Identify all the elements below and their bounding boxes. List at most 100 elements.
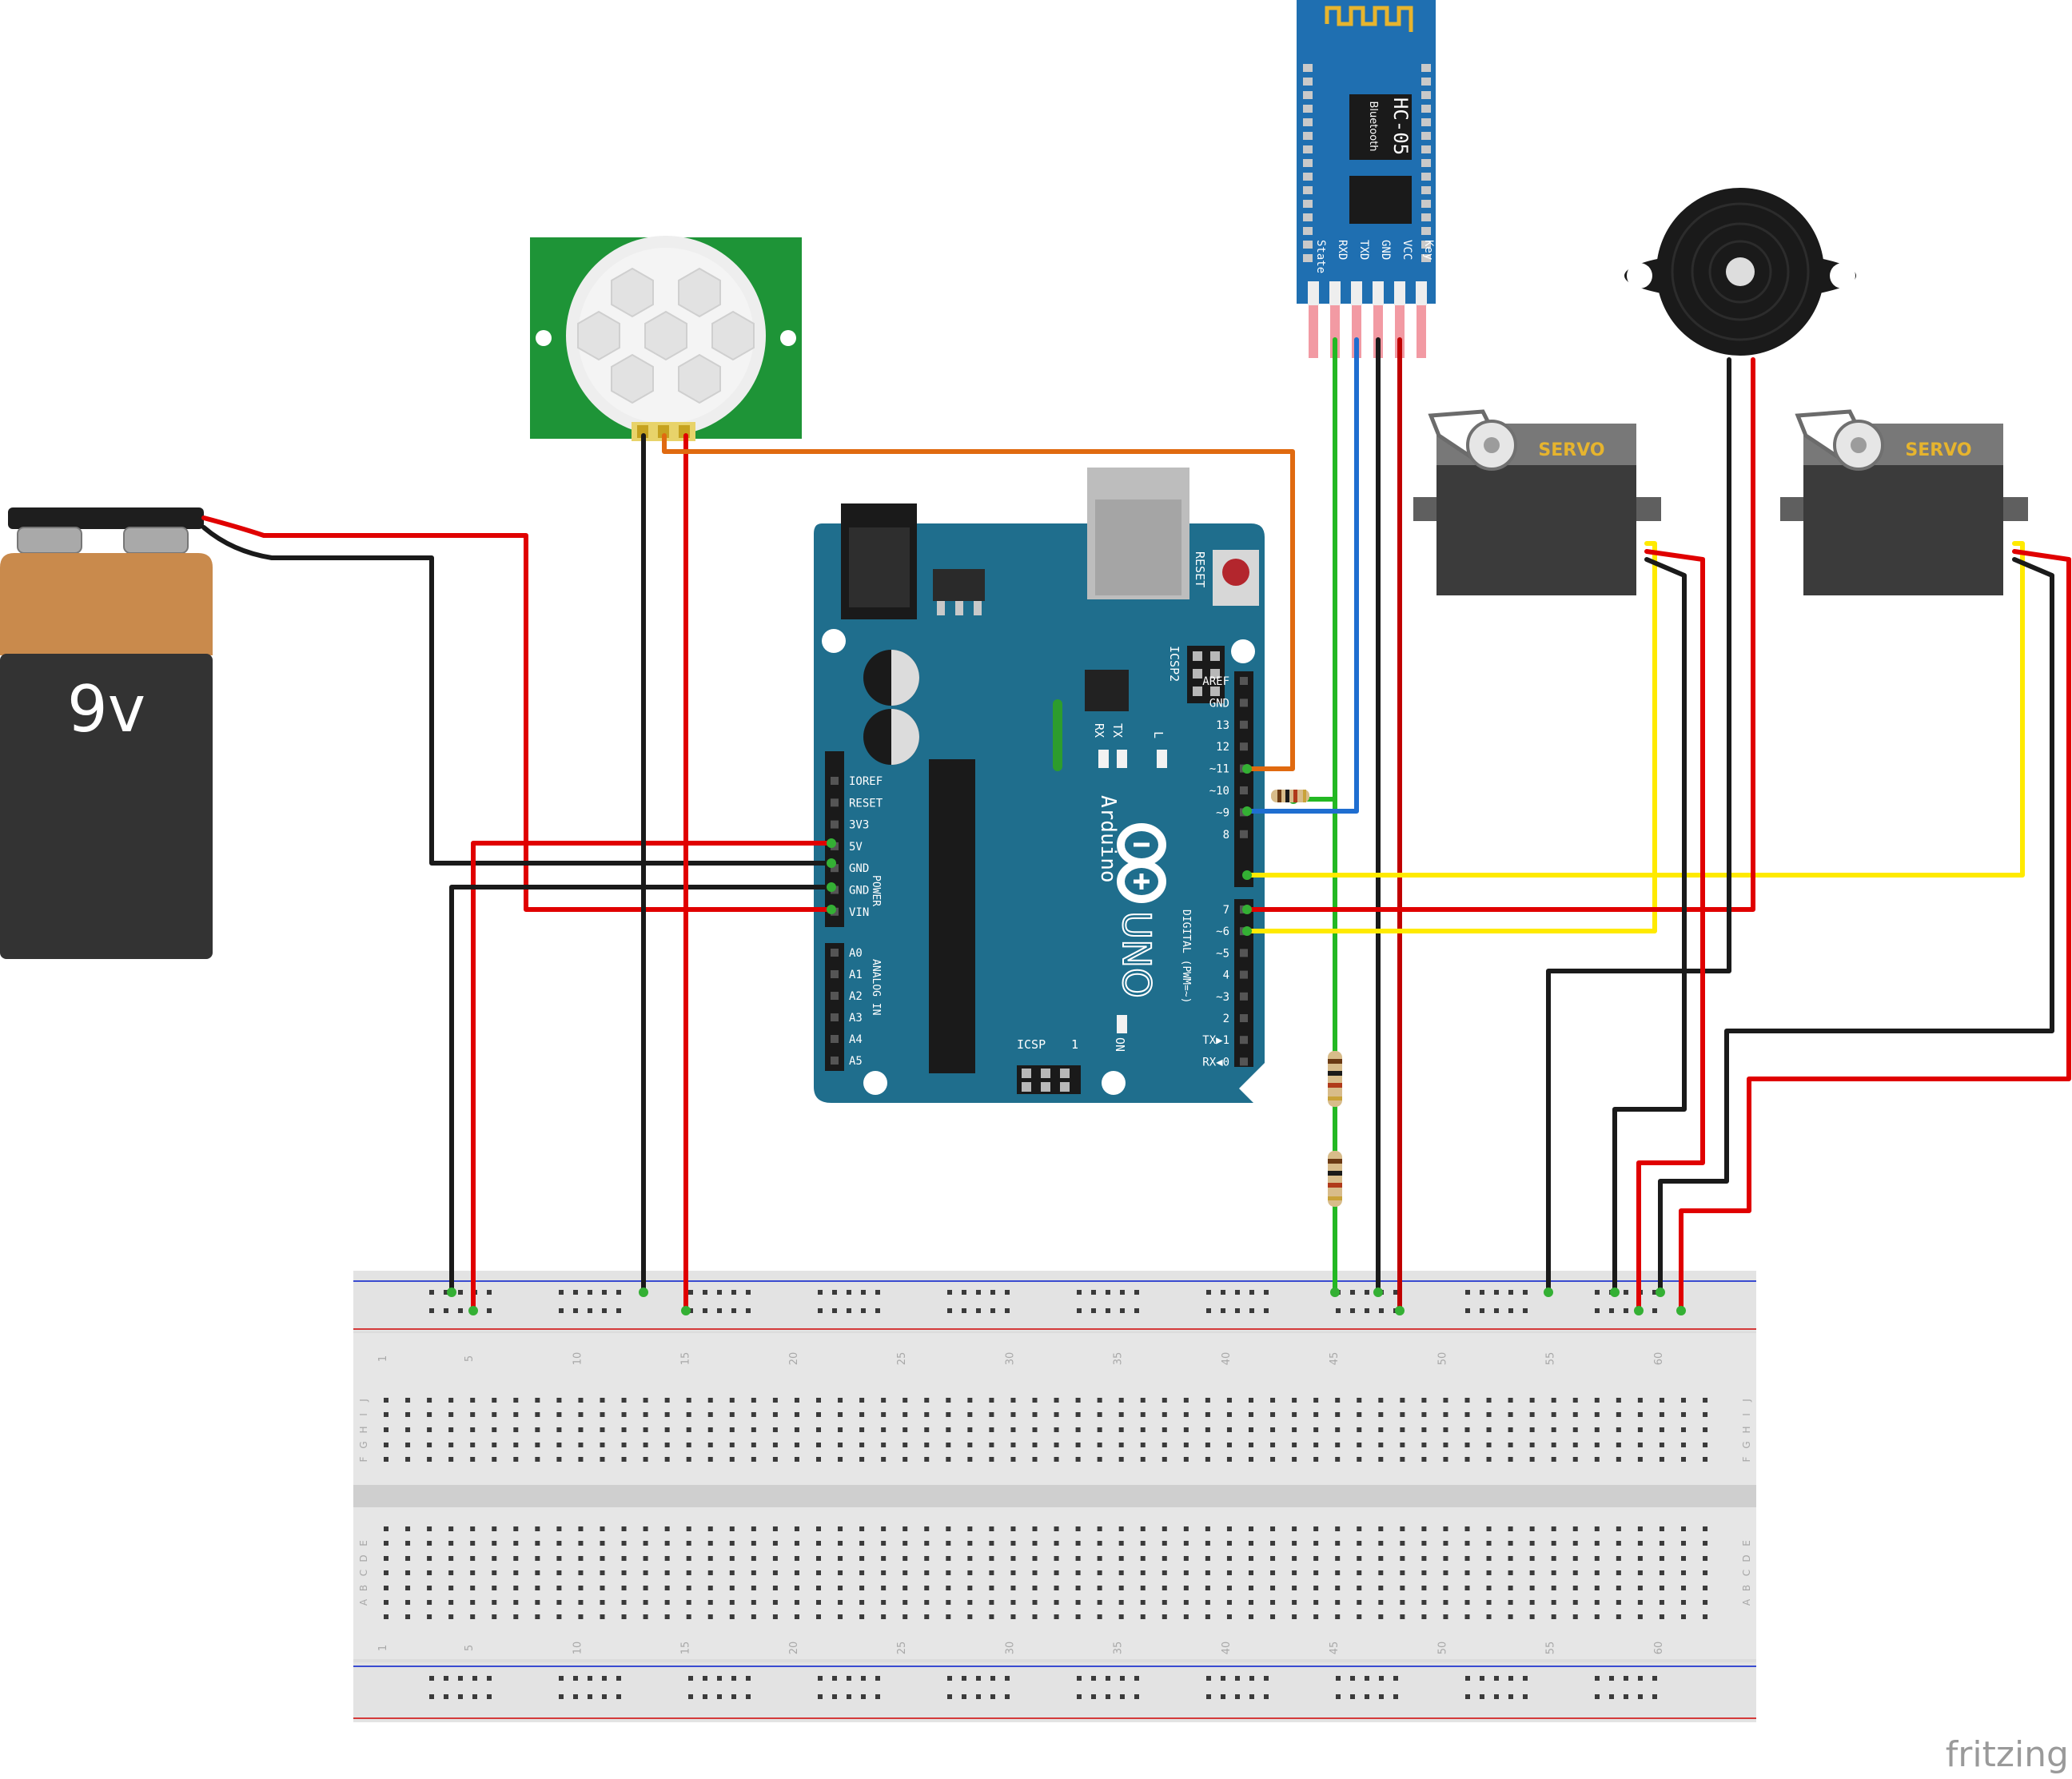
breadboard-col-number: 40 bbox=[1221, 1352, 1233, 1366]
arduino-uno-board: RESET TX RX L ON ICSP2 ICSP 1 bbox=[814, 468, 1265, 1103]
reset-label: RESET bbox=[1193, 551, 1207, 587]
breadboard-row-letter: J bbox=[1741, 1399, 1752, 1403]
arduino-pin-label: ~11 bbox=[1209, 763, 1229, 776]
breadboard-row-letter: I bbox=[358, 1413, 369, 1416]
analog-header-label: ANALOG IN bbox=[870, 959, 882, 1015]
pir-motion-sensor bbox=[530, 236, 802, 441]
tx-label: TX bbox=[1110, 723, 1125, 738]
hc05-pin-label: TXD bbox=[1357, 240, 1370, 260]
arduino-pin-label: AREF bbox=[1202, 675, 1229, 688]
battery-label: 9v bbox=[67, 672, 145, 746]
arduino-pin-label: RX◀0 bbox=[1202, 1056, 1229, 1069]
arduino-pin-label: 2 bbox=[1223, 1013, 1229, 1025]
on-led-label: ON bbox=[1113, 1037, 1127, 1052]
hc05-pin-label: State bbox=[1314, 240, 1327, 273]
icsp-pin1-label: 1 bbox=[1071, 1037, 1078, 1052]
breadboard-col-number: 15 bbox=[680, 1642, 692, 1655]
breadboard-col-number: 15 bbox=[680, 1352, 692, 1366]
wire-servo1-signal bbox=[1245, 541, 1657, 933]
arduino-pin-label: GND bbox=[849, 885, 869, 897]
breadboard-col-number: 55 bbox=[1545, 1352, 1557, 1366]
wire-pir-out bbox=[662, 433, 1295, 771]
arduino-pin-label: IOREF bbox=[849, 775, 883, 788]
breadboard-col-number: 10 bbox=[572, 1642, 584, 1655]
breadboard-col-number: 45 bbox=[1329, 1642, 1341, 1655]
breadboard-col-number: 60 bbox=[1653, 1642, 1665, 1655]
breadboard-col-number: 10 bbox=[572, 1352, 584, 1366]
breadboard-col-number: 1 bbox=[377, 1645, 389, 1651]
breadboard-row-letter: C bbox=[358, 1570, 369, 1576]
arduino-pin-label: 13 bbox=[1216, 719, 1229, 732]
battery-9v: 9v bbox=[0, 507, 213, 959]
breadboard-row-letter: F bbox=[358, 1456, 369, 1462]
arduino-pin-label: A1 bbox=[849, 969, 863, 981]
breadboard-row-letter: F bbox=[1741, 1456, 1752, 1462]
breadboard-col-number: 25 bbox=[896, 1352, 908, 1366]
breadboard-row-letter: H bbox=[1741, 1426, 1752, 1433]
breadboard-row-letter: E bbox=[1741, 1540, 1752, 1546]
breadboard-col-number: 1 bbox=[377, 1355, 389, 1362]
breadboard-row-letter: G bbox=[358, 1441, 369, 1448]
pir-fresnel-lens bbox=[577, 267, 755, 404]
arduino-pin-label: 8 bbox=[1223, 829, 1229, 842]
breadboard-row-letter: H bbox=[358, 1426, 369, 1433]
breadboard-col-number: 50 bbox=[1436, 1642, 1448, 1655]
wire-servo2-black bbox=[1658, 557, 2054, 1295]
wire-battery-black bbox=[201, 525, 834, 866]
arduino-pin-label: A2 bbox=[849, 990, 863, 1003]
breadboard-col-number: 30 bbox=[1004, 1352, 1016, 1366]
wire-servo2-red bbox=[1679, 549, 2071, 1313]
wire-buzzer-red bbox=[1245, 357, 1755, 912]
servo-motor-2: SERVO bbox=[1780, 409, 2028, 595]
digital-header-label: DIGITAL (PWM=~) bbox=[1180, 909, 1192, 1003]
breadboard-row-letter: D bbox=[358, 1554, 369, 1562]
arduino-brand: Arduino bbox=[1096, 795, 1120, 883]
hc05-title: HC-05 bbox=[1389, 98, 1412, 155]
breadboard-row-letter: J bbox=[358, 1399, 369, 1403]
arduino-pin-label: ~5 bbox=[1216, 947, 1229, 960]
hc05-castellated-pads bbox=[1303, 64, 1431, 262]
breadboard-row-letter: C bbox=[1741, 1570, 1752, 1576]
l-led-label: L bbox=[1151, 731, 1166, 738]
arduino-pin-label: GND bbox=[1209, 697, 1229, 710]
arduino-pin-label: ~10 bbox=[1209, 785, 1229, 798]
breadboard-row-letter: A bbox=[358, 1598, 369, 1606]
wire-buzzer-black bbox=[1546, 357, 1731, 1295]
hc05-pin-label: RXD bbox=[1336, 240, 1349, 260]
arduino-pin-labels: IOREFRESET3V35VGNDGNDVINA0A1A2A3A4A5AREF… bbox=[849, 675, 1229, 1069]
arduino-logo bbox=[1117, 823, 1166, 903]
arduino-pin-label: RESET bbox=[849, 797, 883, 810]
breadboard-col-number: 55 bbox=[1545, 1642, 1557, 1655]
wire-battery-red bbox=[201, 515, 834, 912]
arduino-pin-label: A4 bbox=[849, 1033, 863, 1046]
wire-servo2-signal bbox=[1245, 541, 2025, 878]
breadboard-col-number: 20 bbox=[788, 1642, 800, 1655]
resistor-divider-2 bbox=[1328, 1151, 1342, 1207]
arduino-pin-label: ~6 bbox=[1216, 925, 1229, 938]
arduino-pin-label: A5 bbox=[849, 1055, 863, 1068]
servo-1-label: SERVO bbox=[1538, 440, 1604, 460]
breadboard-col-number: 5 bbox=[464, 1645, 476, 1651]
wires bbox=[201, 337, 2071, 1313]
breadboard-row-letter: A bbox=[1741, 1598, 1752, 1606]
hc05-pin-label: GND bbox=[1379, 240, 1392, 260]
breadboard-row-letter: G bbox=[1741, 1441, 1752, 1448]
arduino-pin-label: ~3 bbox=[1216, 991, 1229, 1004]
arduino-pin-label: 12 bbox=[1216, 741, 1229, 754]
breadboard-row-letter: E bbox=[358, 1540, 369, 1546]
arduino-model: UNO bbox=[1114, 911, 1158, 998]
breadboard-col-number: 50 bbox=[1436, 1352, 1448, 1366]
breadboard-col-number: 5 bbox=[464, 1355, 476, 1362]
servo-2-label: SERVO bbox=[1905, 440, 1971, 460]
servo-motor-1: SERVO bbox=[1413, 409, 1661, 595]
wire-servo1-black bbox=[1612, 557, 1687, 1295]
resistor-pin12 bbox=[1271, 790, 1309, 802]
piezo-buzzer bbox=[1624, 188, 1856, 356]
resistor-divider-1 bbox=[1328, 1051, 1342, 1107]
rx-label: RX bbox=[1092, 723, 1106, 738]
breadboard-row-letter: D bbox=[1741, 1554, 1752, 1562]
wire-hc05-txd bbox=[1245, 337, 1359, 814]
breadboard-col-number: 35 bbox=[1113, 1642, 1125, 1655]
